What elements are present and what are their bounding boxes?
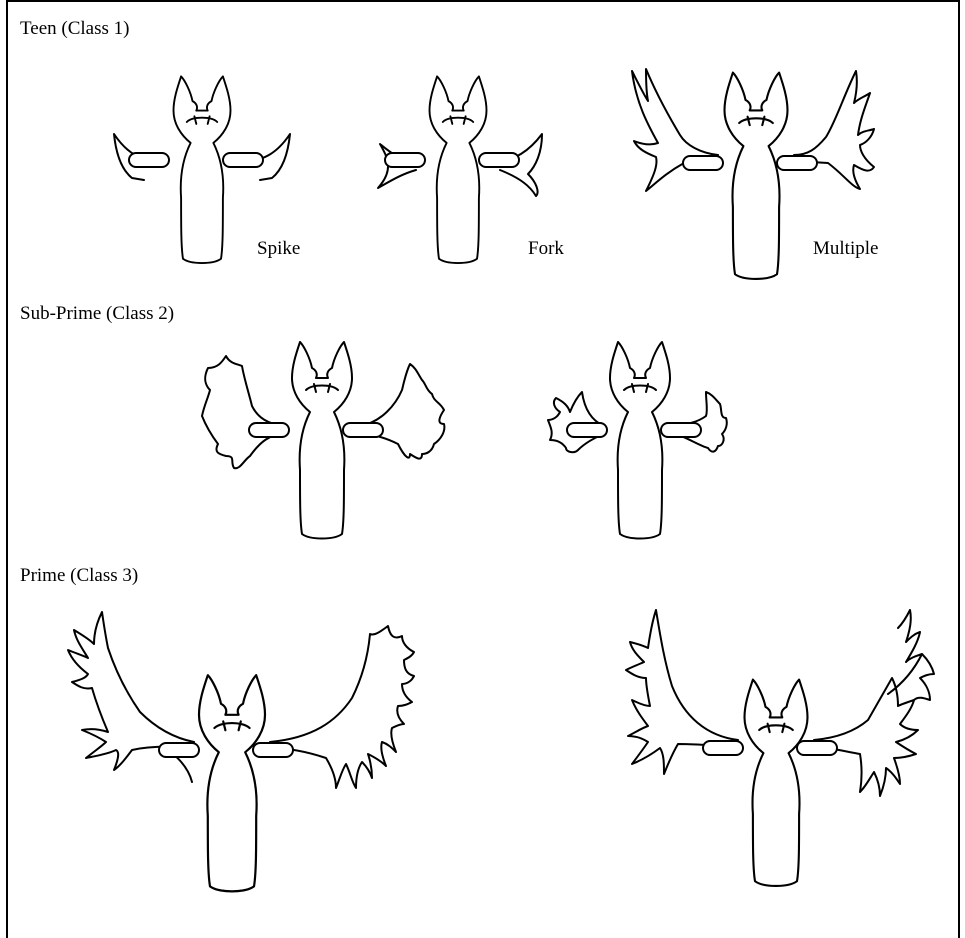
moose-sub-prime-small-palm [548,342,727,539]
moose-fork [378,76,542,263]
moose-prime-right [626,610,934,886]
moose-sub-prime-palmated [202,342,444,539]
moose-multiple [632,69,874,279]
moose-spike [114,76,290,263]
moose-prime-left [68,612,414,891]
